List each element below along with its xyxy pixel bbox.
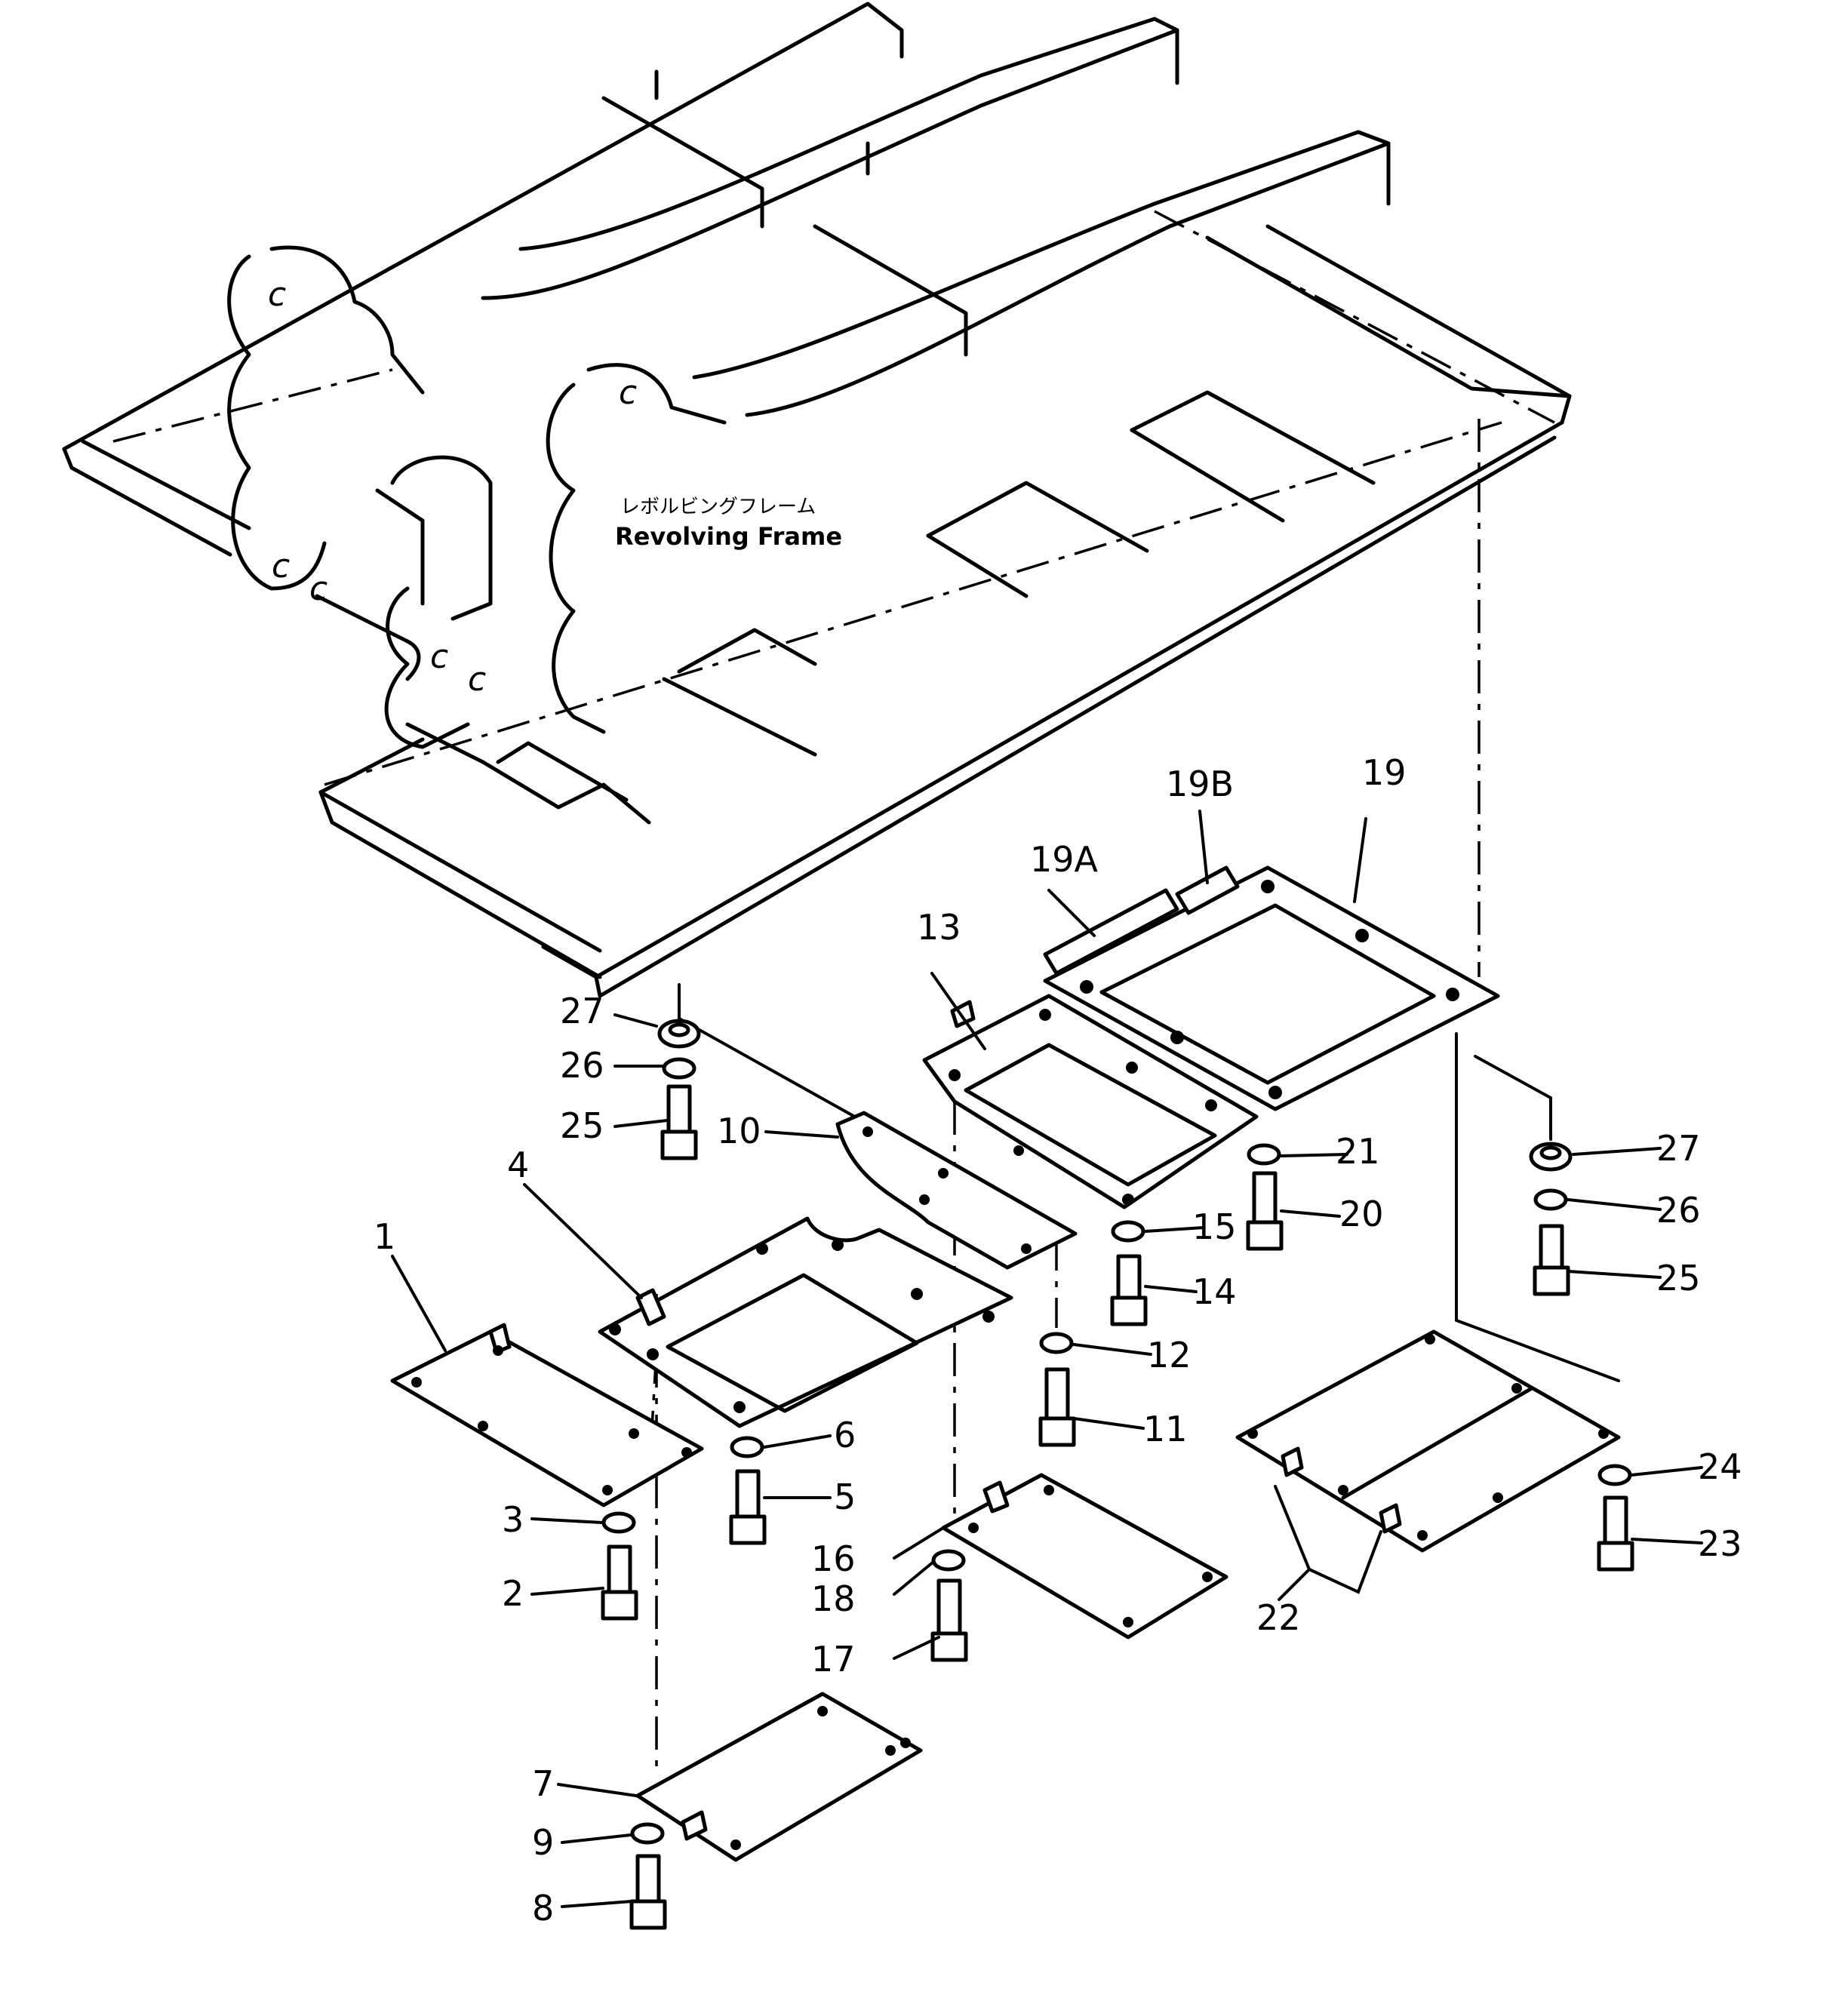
callout-16: 16 bbox=[811, 1538, 856, 1579]
callout-27-left: 27 bbox=[560, 991, 604, 1031]
svg-text:c: c bbox=[272, 547, 290, 585]
bolt-5 bbox=[729, 1469, 767, 1545]
callout-12: 12 bbox=[1147, 1335, 1192, 1375]
callout-24: 24 bbox=[1698, 1446, 1742, 1487]
callout-9: 9 bbox=[532, 1822, 554, 1863]
bolt-11 bbox=[1038, 1367, 1076, 1447]
washer-21 bbox=[1247, 1143, 1281, 1166]
callout-27-right: 27 bbox=[1656, 1128, 1701, 1169]
callout-11: 11 bbox=[1143, 1409, 1188, 1449]
cover-plate-7 bbox=[635, 1692, 923, 1862]
washer-3 bbox=[601, 1511, 636, 1534]
washer-12 bbox=[1039, 1332, 1074, 1354]
frame-label-english: Revolving Frame bbox=[615, 522, 842, 551]
cover-plate-4 bbox=[598, 1216, 1013, 1428]
callout-25-right: 25 bbox=[1656, 1258, 1701, 1298]
callout-5: 5 bbox=[834, 1477, 856, 1517]
callout-17: 17 bbox=[811, 1639, 856, 1680]
callout-10: 10 bbox=[717, 1111, 761, 1151]
callout-6: 6 bbox=[834, 1415, 856, 1455]
callout-13: 13 bbox=[917, 907, 961, 948]
bolt-8 bbox=[629, 1854, 667, 1930]
washer-26-right bbox=[1533, 1188, 1568, 1211]
leader-lines bbox=[391, 810, 1703, 1908]
washer-26-left bbox=[662, 1057, 696, 1080]
callout-7: 7 bbox=[532, 1763, 554, 1804]
bolt-25-left bbox=[660, 1084, 698, 1160]
svg-text:c: c bbox=[268, 275, 286, 314]
callout-25-left: 25 bbox=[560, 1105, 604, 1146]
seal-19b bbox=[1175, 865, 1240, 915]
callout-20: 20 bbox=[1339, 1194, 1384, 1234]
svg-text:c: c bbox=[430, 638, 448, 676]
callout-labels: 27 26 25 10 4 1 13 19A 19B 19 21 20 15 1… bbox=[374, 752, 1742, 1928]
bolt-2 bbox=[601, 1544, 638, 1621]
cover-plate-10 bbox=[835, 1111, 1078, 1270]
callout-2: 2 bbox=[502, 1573, 524, 1614]
callout-26-left: 26 bbox=[560, 1045, 604, 1086]
seal-19a bbox=[1043, 888, 1179, 976]
callout-18: 18 bbox=[811, 1578, 856, 1619]
bolt-14 bbox=[1110, 1254, 1148, 1326]
svg-text:c: c bbox=[309, 570, 327, 608]
callout-1: 1 bbox=[374, 1216, 395, 1257]
frame-label-japanese: レボルビングフレーム bbox=[620, 496, 816, 518]
svg-text:c: c bbox=[468, 660, 486, 699]
washer-18 bbox=[931, 1549, 966, 1572]
bolt-20 bbox=[1246, 1171, 1284, 1251]
bolt-23 bbox=[1597, 1495, 1634, 1572]
washer-24 bbox=[1597, 1464, 1632, 1486]
hardware bbox=[601, 1019, 1634, 1930]
callout-19: 19 bbox=[1362, 752, 1407, 793]
washer-6 bbox=[730, 1436, 764, 1458]
svg-text:c: c bbox=[619, 373, 637, 412]
revolving-frame: c c c c c c レボルビングフレーム Revolving Frame bbox=[62, 2, 1572, 998]
cover-plate-1 bbox=[390, 1323, 704, 1507]
washer-9 bbox=[630, 1822, 665, 1845]
callout-4: 4 bbox=[507, 1145, 529, 1185]
cover-plate-13 bbox=[922, 994, 1259, 1209]
callout-26-right: 26 bbox=[1656, 1190, 1701, 1231]
callout-22: 22 bbox=[1256, 1597, 1301, 1638]
cover-plate-22 bbox=[1235, 1329, 1621, 1553]
callout-19b: 19B bbox=[1166, 764, 1234, 804]
callout-8: 8 bbox=[532, 1888, 554, 1928]
bolt-25-right bbox=[1533, 1224, 1570, 1296]
callout-21: 21 bbox=[1336, 1131, 1380, 1172]
cover-plate-19 bbox=[1043, 865, 1500, 1111]
callout-15: 15 bbox=[1192, 1206, 1237, 1247]
callout-19a: 19A bbox=[1030, 839, 1099, 880]
callout-23: 23 bbox=[1698, 1523, 1742, 1564]
callout-3: 3 bbox=[502, 1499, 524, 1540]
cover-plate-16 bbox=[941, 1473, 1228, 1640]
washer-15 bbox=[1111, 1220, 1145, 1243]
callout-14: 14 bbox=[1192, 1271, 1237, 1312]
bolt-17 bbox=[930, 1578, 968, 1662]
